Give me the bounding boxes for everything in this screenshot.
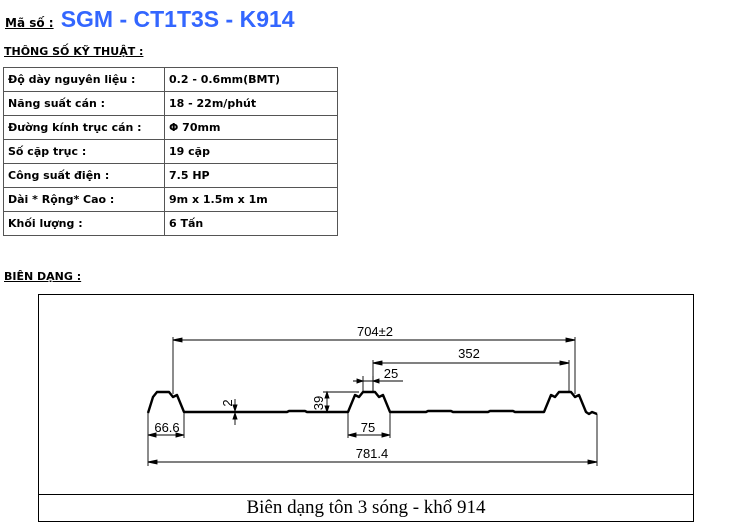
table-row: Khối lượng : 6 Tấn [3, 211, 338, 236]
dim-label-352: 352 [458, 346, 480, 361]
spec-key: Năng suất cán : [3, 91, 165, 116]
table-row: Đường kính trục cán : Φ 70mm [3, 115, 338, 140]
specs-table: Độ dày nguyên liệu : 0.2 - 0.6mm(BMT) Nă… [3, 67, 338, 236]
spec-key: Công suất điện : [3, 163, 165, 188]
table-row: Công suất điện : 7.5 HP [3, 163, 338, 188]
dim-arrow [232, 411, 238, 420]
dim-arrow [232, 404, 238, 413]
spec-key: Đường kính trục cán : [3, 115, 165, 140]
spec-key: Dài * Rộng* Cao : [3, 187, 165, 212]
spec-value: 19 cặp [164, 139, 338, 164]
profile-drawing: 704±2 352 25 39 2 66.6 75 781.4 [146, 324, 598, 466]
table-row: Số cặp trục : 19 cặp [3, 139, 338, 164]
dim-arrow [172, 337, 183, 343]
dim-arrow [175, 432, 185, 438]
spec-key: Độ dày nguyên liệu : [3, 67, 165, 92]
table-row: Độ dày nguyên liệu : 0.2 - 0.6mm(BMT) [3, 67, 338, 92]
spec-value: Φ 70mm [164, 115, 338, 140]
dim-arrow [356, 378, 365, 384]
dim-label-39: 39 [311, 396, 326, 410]
spec-value: 6 Tấn [164, 211, 338, 236]
spec-value: 9m x 1.5m x 1m [164, 187, 338, 212]
dim-arrow [147, 459, 158, 465]
dim-arrow [372, 360, 383, 366]
sheet-profile [146, 390, 598, 416]
profile-heading: BIÊN DẠNG : [4, 270, 82, 283]
spec-value: 0.2 - 0.6mm(BMT) [164, 67, 338, 92]
dim-label-66: 66.6 [154, 420, 179, 435]
dim-arrow [381, 432, 391, 438]
table-row: Năng suất cán : 18 - 22m/phút [3, 91, 338, 116]
specs-heading: THÔNG SỐ KỸ THUẬT : [4, 45, 144, 58]
dim-arrow [587, 459, 598, 465]
spec-value: 7.5 HP [164, 163, 338, 188]
dim-label-2: 2 [220, 399, 235, 406]
dim-arrow [324, 405, 330, 414]
table-row: Dài * Rộng* Cao : 9m x 1.5m x 1m [3, 187, 338, 212]
dim-arrow [559, 360, 570, 366]
spec-key: Khối lượng : [3, 211, 165, 236]
dim-label-25: 25 [384, 366, 398, 381]
dim-arrow [347, 432, 357, 438]
code-label: Mã số : [5, 16, 54, 30]
spec-key: Số cặp trục : [3, 139, 165, 164]
profile-drawing-frame: 704±2 352 25 39 2 66.6 75 781.4 Biên dạn… [38, 294, 694, 522]
title-row: Mã số : SGM - CT1T3S - K914 [5, 6, 295, 36]
dim-arrow [565, 337, 576, 343]
profile-caption: Biên dạng tôn 3 sóng - khổ 914 [39, 494, 693, 521]
spec-value: 18 - 22m/phút [164, 91, 338, 116]
dim-label-75: 75 [361, 420, 375, 435]
dim-label-704: 704±2 [357, 324, 393, 339]
dim-arrow [371, 378, 380, 384]
dim-arrow [147, 432, 157, 438]
product-code: SGM - CT1T3S - K914 [60, 6, 295, 32]
dim-arrow [324, 390, 330, 399]
dim-label-781: 781.4 [356, 446, 389, 461]
